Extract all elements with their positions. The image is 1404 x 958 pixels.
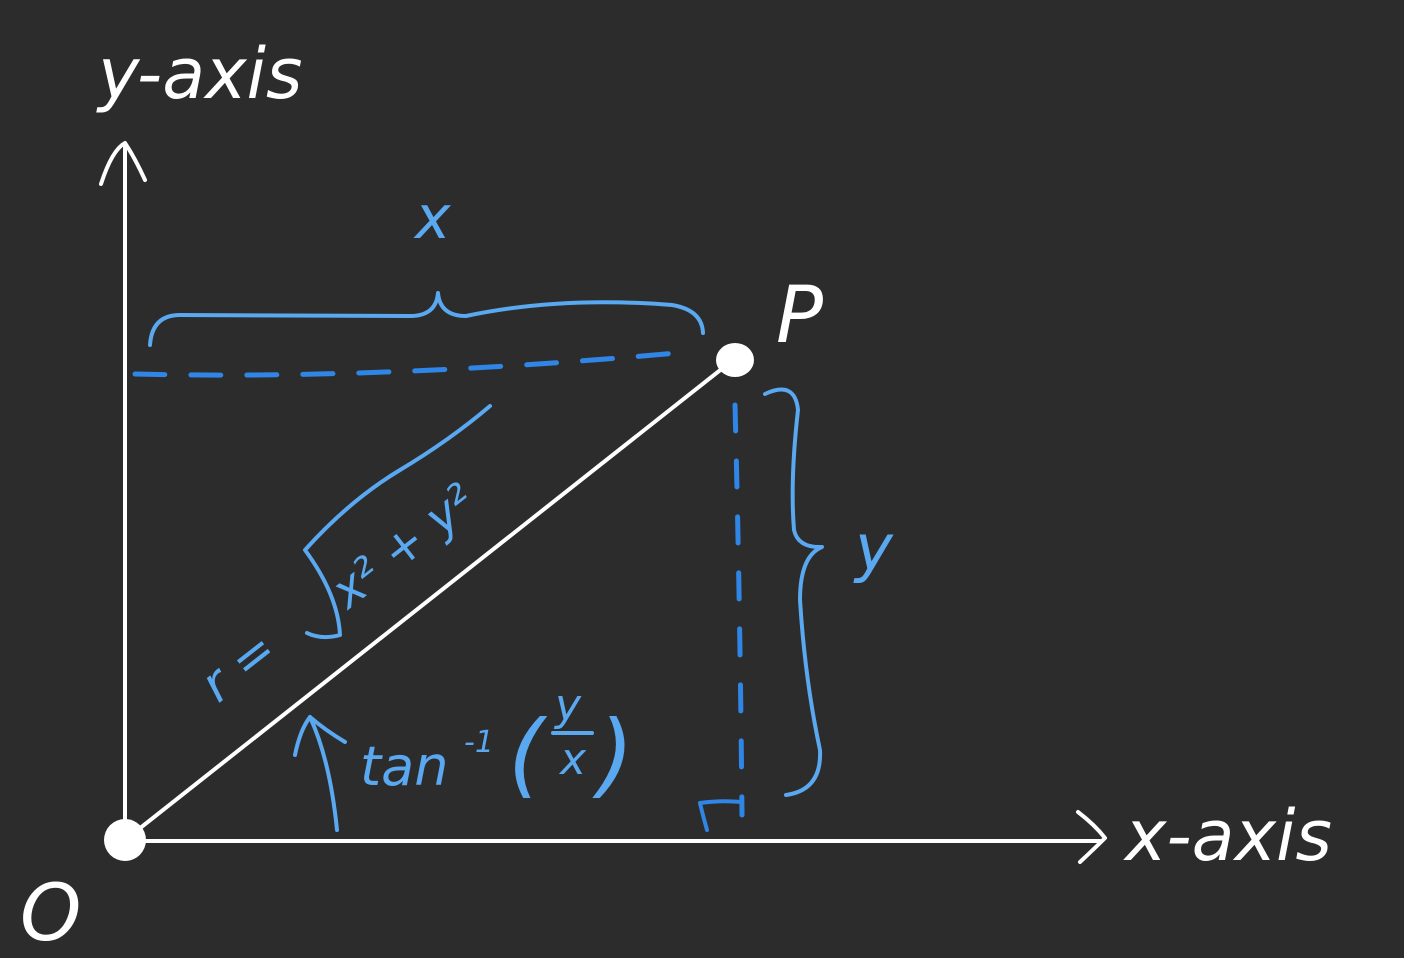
radicand-text: x² + y² bbox=[319, 473, 486, 621]
point-label: P bbox=[776, 271, 823, 361]
x-span-brace bbox=[148, 291, 705, 347]
angle-arrow bbox=[293, 715, 347, 832]
radius-line bbox=[123, 358, 735, 842]
origin-label: O bbox=[20, 869, 81, 958]
point-p bbox=[716, 343, 754, 377]
y-axis-label: y-axis bbox=[96, 33, 302, 115]
y-span-brace bbox=[763, 387, 824, 797]
x-span-label: x bbox=[413, 183, 451, 253]
angle-func-text: tan bbox=[360, 735, 449, 798]
radius-formula-prefix: r = bbox=[190, 620, 287, 714]
y-axis-arrowhead bbox=[99, 141, 147, 186]
fraction-numerator: y bbox=[553, 680, 582, 731]
horizontal-projection-dashed bbox=[132, 350, 679, 378]
angle-exp-text: -1 bbox=[464, 725, 494, 760]
sqrt-symbol bbox=[303, 404, 492, 640]
close-paren: ) bbox=[592, 701, 634, 808]
angle-arrowhead bbox=[293, 715, 347, 757]
x-axis-label: x-axis bbox=[1123, 795, 1332, 877]
vertical-projection-dashed bbox=[732, 402, 745, 818]
origin-point bbox=[104, 819, 146, 861]
angle-formula: tan -1 ( y x ) bbox=[360, 680, 634, 808]
x-axis-arrowhead bbox=[1076, 810, 1107, 864]
y-axis bbox=[99, 141, 147, 847]
right-angle-marker bbox=[698, 799, 744, 832]
fraction-denominator: x bbox=[558, 734, 587, 785]
x-axis bbox=[123, 810, 1107, 864]
y-span-label: y bbox=[853, 512, 894, 586]
open-paren: ( bbox=[508, 701, 548, 808]
